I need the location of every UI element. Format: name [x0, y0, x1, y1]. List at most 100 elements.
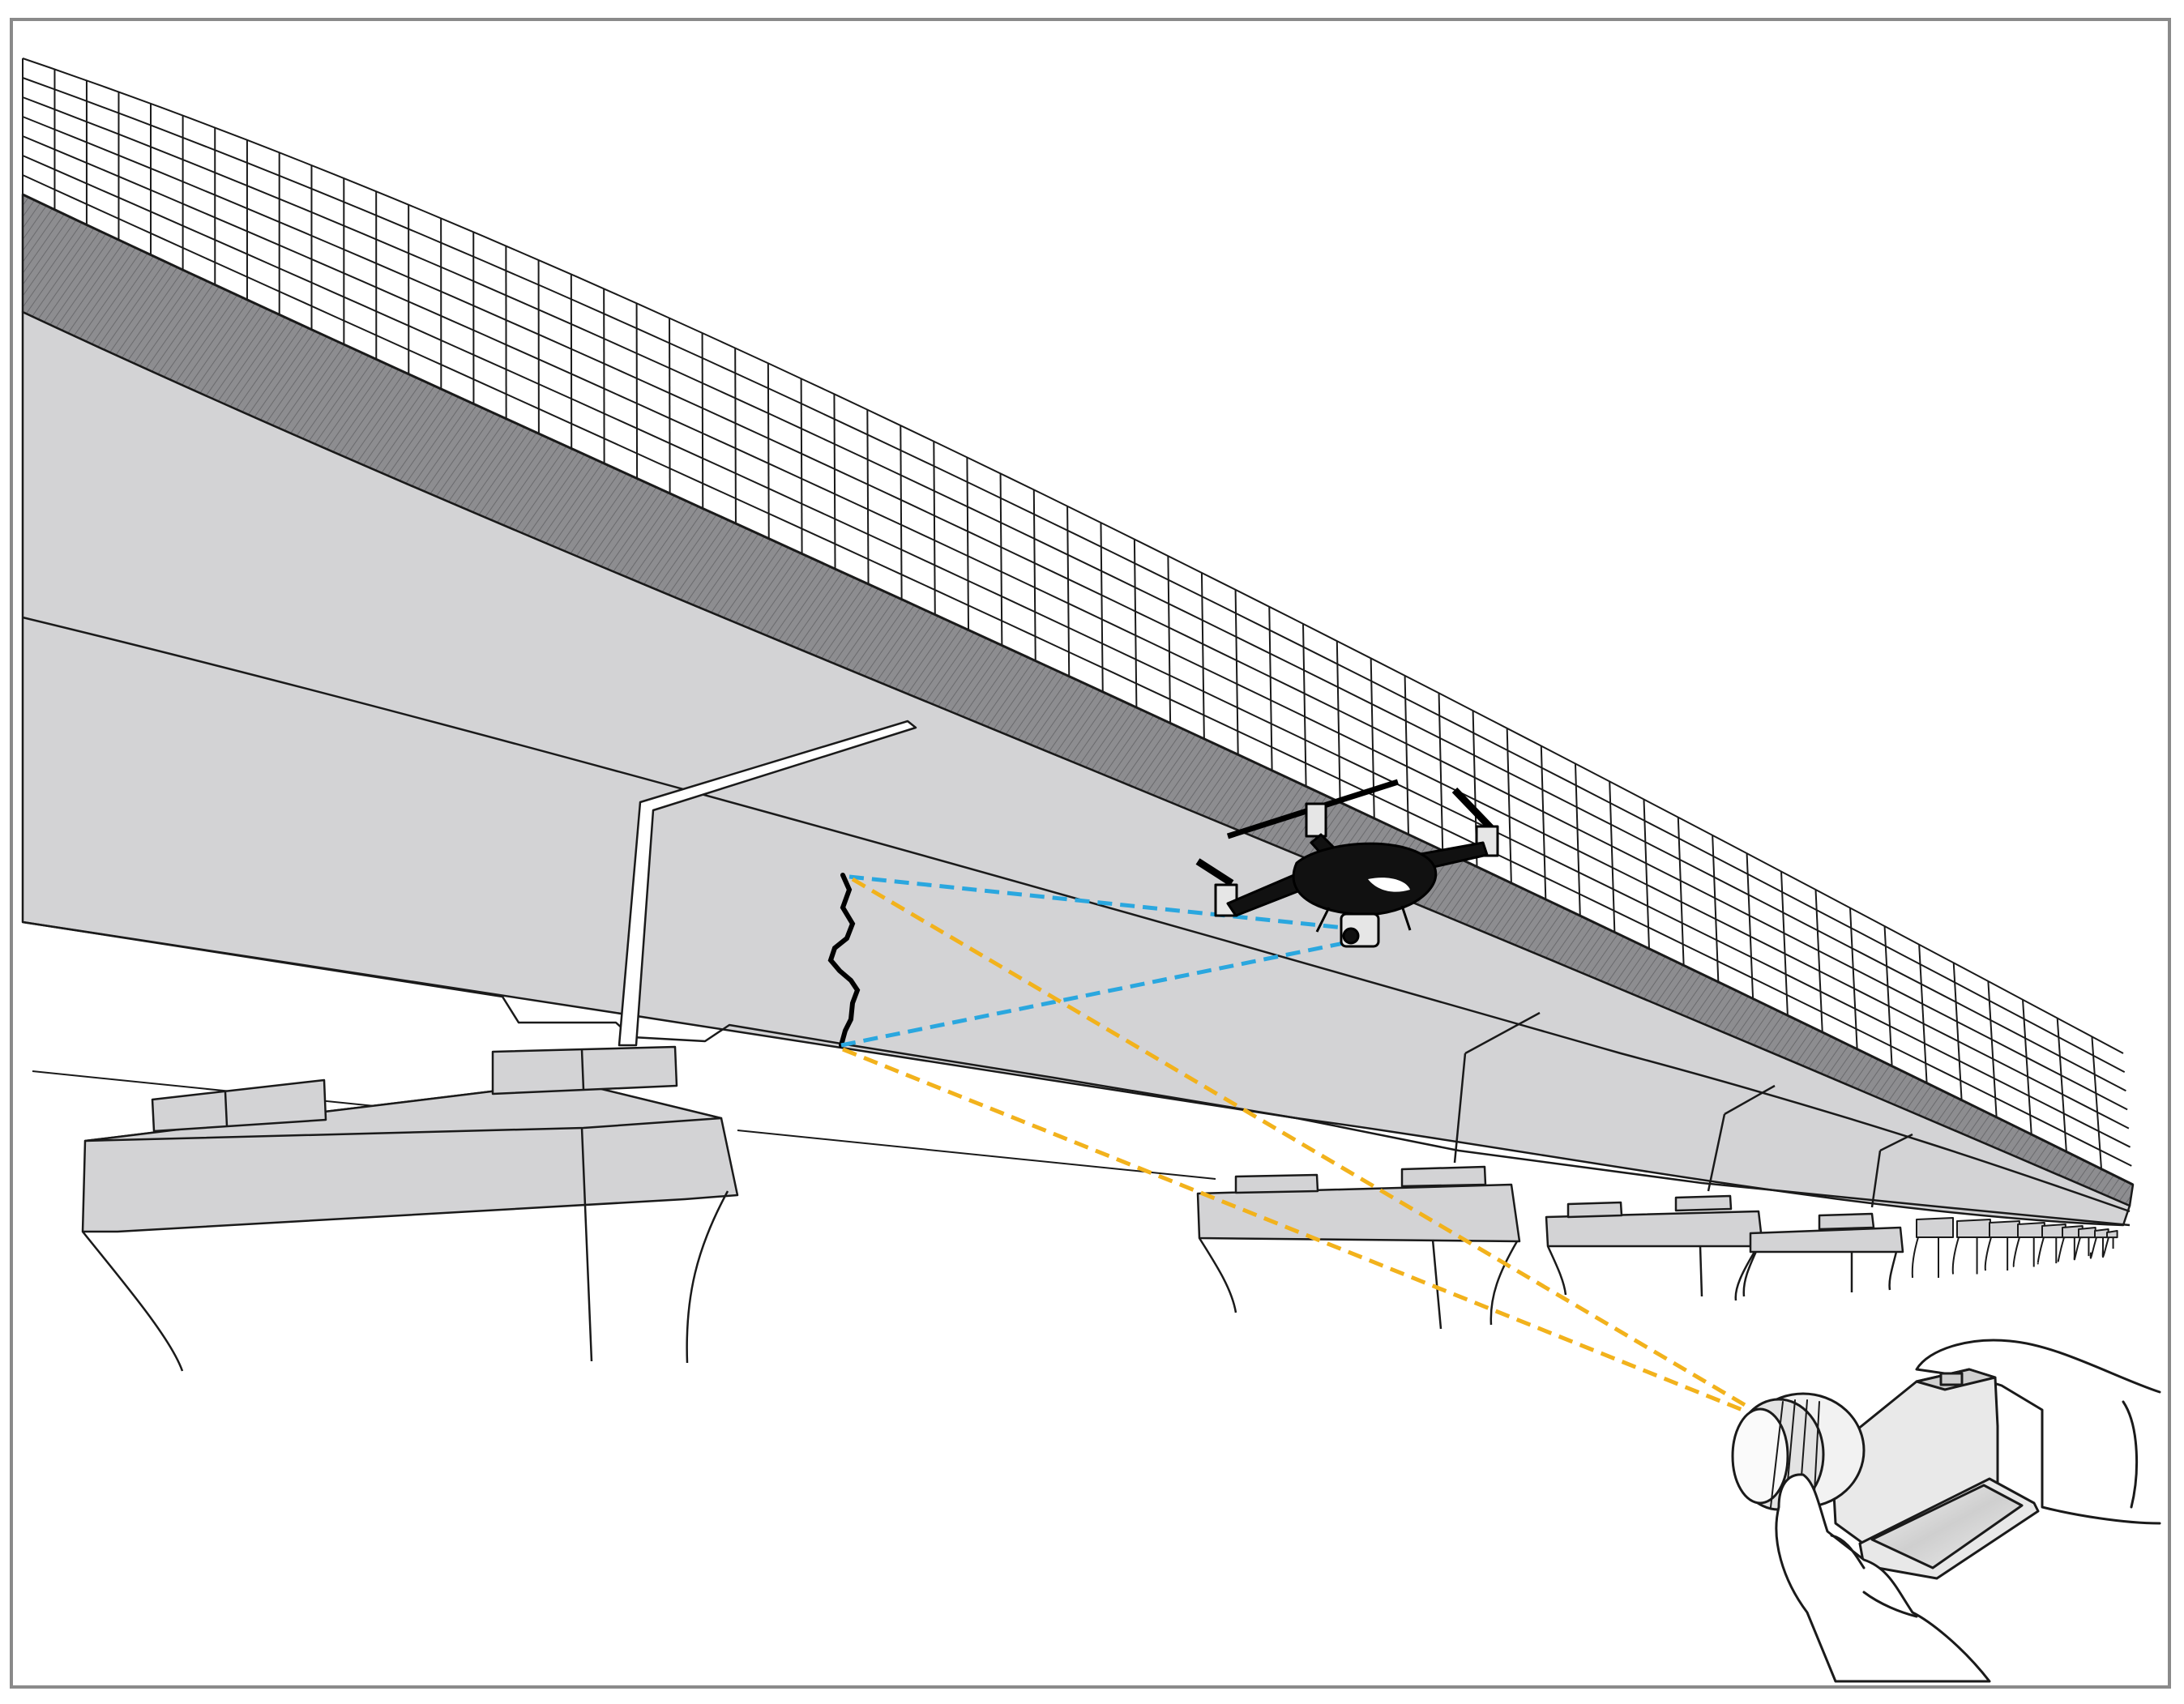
railing-post: [669, 318, 671, 493]
right-hand-finger: [2122, 1400, 2139, 1509]
railing-post: [1234, 589, 1239, 755]
bridge: [21, 193, 2135, 1227]
pier-column-edge: [2012, 1236, 2035, 1268]
railing-post: [635, 303, 639, 479]
bearing-block: [1400, 1165, 1487, 1188]
railing-rail: [22, 193, 2134, 1186]
railing-rail: [22, 77, 2126, 1073]
pier-3: [1545, 1194, 1764, 1297]
railing-post: [900, 425, 903, 600]
pier-column-edge: [2073, 1236, 2090, 1261]
railing-post: [1712, 835, 1720, 982]
railing-post: [1643, 799, 1650, 949]
railing-post: [1987, 980, 1998, 1117]
pier-column-edge: [1911, 1236, 1939, 1279]
right-hand: [1915, 1339, 2161, 1525]
distant-piers: [1911, 1217, 2118, 1279]
landing-gear: [1315, 905, 1412, 933]
railing-post: [1849, 908, 1858, 1049]
railing-post: [1918, 944, 1928, 1083]
pier-column-edge: [2037, 1236, 2058, 1265]
bearing-block: [1818, 1212, 1875, 1231]
pier-column-edge: [2089, 1236, 2104, 1259]
railing-post: [1506, 728, 1512, 883]
drone-body-highlight: [1368, 878, 1410, 892]
railing-rail: [22, 96, 2126, 1092]
pier-cap: [1749, 1226, 1904, 1253]
railing-post: [1574, 763, 1581, 916]
railing-post: [767, 363, 770, 539]
gimbal-lens: [1342, 927, 1360, 945]
railing-post: [1677, 817, 1685, 966]
expansion-joint: [618, 720, 917, 1047]
railing-rail: [22, 155, 2131, 1148]
pier-cap: [2078, 1227, 2096, 1239]
segment-joint: [1870, 1133, 1913, 1208]
railing-post: [1066, 506, 1071, 677]
railing-rail: [22, 174, 2132, 1167]
pier-column-edge: [2101, 1236, 2114, 1258]
railing-post: [1746, 853, 1754, 999]
railing-post: [800, 378, 803, 554]
propeller: [1195, 858, 1234, 886]
railing-post: [1301, 623, 1307, 787]
pier-cap: [1196, 1183, 1521, 1243]
pier-column-edge: [2057, 1236, 2075, 1262]
concrete-crack-icon: [827, 873, 861, 1048]
pier-cap: [2106, 1230, 2118, 1239]
pier-4: [1734, 1212, 1904, 1301]
railing-post: [966, 457, 970, 630]
pier-column-edge: [1198, 1237, 1519, 1330]
railing-post: [1609, 781, 1616, 933]
bearing-block: [580, 1049, 585, 1091]
railing-post: [999, 473, 1003, 646]
railing-post: [1438, 693, 1444, 851]
camera-sightlines: [842, 877, 1752, 1412]
railing-post: [2022, 999, 2032, 1135]
drone-sightlines: [840, 874, 1353, 1048]
railing-post: [1133, 539, 1138, 708]
railing-post: [2056, 1018, 2067, 1152]
lens-grip-lines: [1770, 1399, 1820, 1510]
bridge-railing: [22, 58, 2134, 1186]
drone-body: [1292, 842, 1438, 916]
pier-1: [81, 1045, 739, 1372]
railing-rail: [22, 58, 2124, 1054]
quadcopter-drone-icon: [1195, 779, 1499, 948]
handheld-camera-icon: [1731, 1339, 2161, 1683]
railing-post: [734, 348, 737, 524]
segment-joint: [1453, 1011, 1541, 1164]
propeller: [1451, 787, 1494, 831]
railing-post: [1404, 675, 1409, 835]
bearing-block: [151, 1078, 327, 1133]
camera-lens-front: [1731, 1407, 1789, 1505]
railing-post: [1883, 925, 1893, 1066]
pier-2: [1196, 1165, 1521, 1330]
railing-post: [1814, 889, 1823, 1032]
pier-cap: [2017, 1222, 2045, 1239]
railing-post: [1167, 556, 1172, 724]
pier-cap: [1916, 1217, 1954, 1238]
railing-post: [1200, 572, 1205, 739]
railing-post: [1100, 523, 1104, 692]
camera-screen-glass: [1870, 1484, 2024, 1569]
girder-line: [22, 616, 2131, 1213]
bearing-block: [1234, 1173, 1319, 1194]
segment-joint: [1707, 1084, 1776, 1192]
camera-dial: [1939, 1372, 1964, 1386]
motor: [1305, 802, 1327, 838]
left-hand: [1775, 1473, 1991, 1683]
railing-rail: [22, 116, 2128, 1111]
girder-bottom-edge: [22, 920, 2131, 1227]
railing-post: [1540, 745, 1547, 899]
railing-post: [1268, 606, 1273, 771]
railing-post: [833, 394, 836, 570]
railing-post: [2091, 1036, 2103, 1169]
illustration-frame: [10, 18, 2171, 1689]
pier-cap: [1956, 1219, 1991, 1239]
bearing-block: [1674, 1194, 1733, 1212]
bearing-block: [1566, 1201, 1623, 1219]
railing-post: [1336, 641, 1341, 803]
pier-column-edge: [1546, 1245, 1760, 1297]
